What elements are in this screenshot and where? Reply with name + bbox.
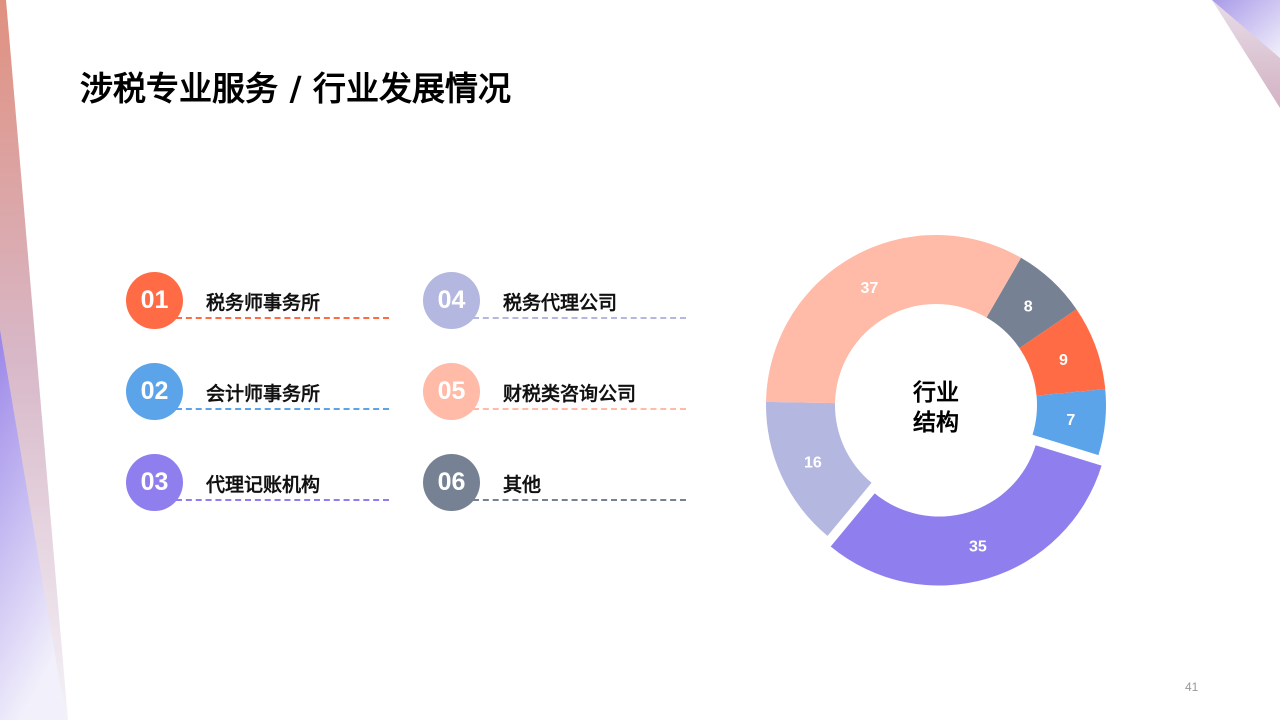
legend-label: 税务代理公司 [503, 292, 618, 314]
donut-slice-2 [1032, 389, 1106, 456]
page-number: 41 [1185, 680, 1199, 694]
number-badge: 04 [423, 272, 480, 329]
legend-item-04: 04 税务代理公司 [423, 272, 693, 332]
number-badge: 03 [126, 454, 183, 511]
dashed-divider [473, 408, 686, 410]
dashed-divider [176, 499, 389, 501]
legend-item-01: 01 税务师事务所 [126, 272, 396, 332]
slice-value-label: 16 [804, 454, 822, 471]
legend-label: 代理记账机构 [206, 474, 321, 496]
legend-item-05: 05 财税类咨询公司 [423, 363, 693, 423]
donut-slice-3 [830, 445, 1102, 586]
slice-value-label: 7 [1066, 412, 1075, 429]
dashed-divider [473, 317, 686, 319]
slice-value-label: 35 [969, 538, 987, 555]
donut-slice-5 [766, 235, 1021, 404]
number-badge: 05 [423, 363, 480, 420]
donut-slice-4 [765, 401, 872, 536]
legend-label: 会计师事务所 [206, 383, 321, 405]
legend-item-02: 02 会计师事务所 [126, 363, 396, 423]
dashed-divider [176, 408, 389, 410]
donut-slice-1 [1019, 309, 1106, 396]
legend-label: 税务师事务所 [206, 292, 321, 314]
number-badge: 06 [423, 454, 480, 511]
center-label-line-1: 行业 [913, 380, 959, 406]
number-badge: 01 [126, 272, 183, 329]
number-badge: 02 [126, 363, 183, 420]
legend-item-06: 06 其他 [423, 454, 693, 514]
slice-value-label: 9 [1059, 352, 1068, 369]
page-title: 涉税专业服务 / 行业发展情况 [80, 69, 512, 108]
donut-center-label: 行业 结构 [896, 378, 976, 438]
legend-item-03: 03 代理记账机构 [126, 454, 396, 514]
left-stripe-purple [0, 330, 66, 720]
legend-label: 财税类咨询公司 [503, 383, 637, 405]
dashed-divider [176, 317, 389, 319]
center-label-line-2: 结构 [913, 410, 959, 436]
dashed-divider [473, 499, 686, 501]
donut-slice-0 [986, 257, 1077, 349]
slice-value-label: 8 [1024, 299, 1033, 316]
slice-value-label: 37 [860, 280, 878, 297]
legend-label: 其他 [503, 474, 542, 496]
right-corner-purple [1212, 0, 1280, 58]
